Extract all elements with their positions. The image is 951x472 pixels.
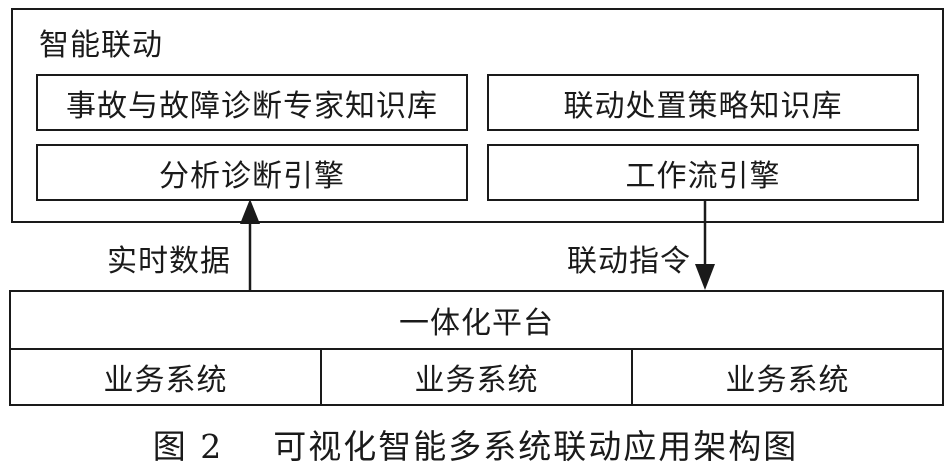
business-system-cell: 业务系统: [322, 350, 633, 404]
figure-number: 图 2: [152, 427, 224, 466]
business-system-cell: 业务系统: [725, 363, 850, 398]
linkage-command-arrow-head: [695, 264, 715, 290]
workflow-engine-box: 工作流引擎: [487, 144, 919, 201]
smart-linkage-title: 智能联动: [39, 28, 163, 63]
business-systems-row: 业务系统 业务系统 业务系统: [9, 348, 944, 406]
business-system-cell: 业务系统: [11, 350, 322, 404]
figure-caption: 图 2 可视化智能多系统联动应用架构图: [0, 420, 951, 468]
realtime-data-label: 实时数据: [107, 244, 231, 279]
figure-title: 可视化智能多系统联动应用架构图: [273, 427, 799, 466]
analysis-engine-box: 分析诊断引擎: [36, 144, 468, 201]
expert-knowledge-base-box: 事故与故障诊断专家知识库: [36, 74, 468, 131]
strategy-knowledge-base-box: 联动处置策略知识库: [487, 74, 919, 131]
integrated-platform-box: 一体化平台: [9, 290, 944, 350]
linkage-command-label: 联动指令: [567, 244, 691, 279]
